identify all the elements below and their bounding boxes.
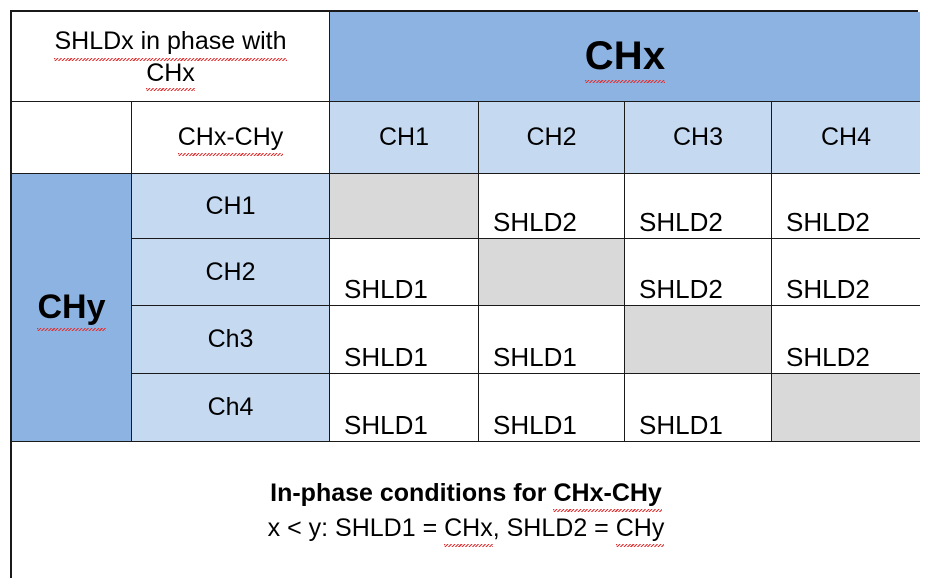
corner-title-text: SHLDx in phase with CHx <box>12 12 329 101</box>
matrix-cell: SHLD1 <box>330 306 479 374</box>
footer-line-1-prefix: In-phase conditions for <box>270 479 554 507</box>
column-header-label: CH3 <box>672 123 723 151</box>
matrix-cell: SHLD2 <box>479 174 625 239</box>
column-header-label: CH1 <box>378 123 429 151</box>
matrix-cell: SHLD2 <box>772 306 920 374</box>
matrix-cell: SHLD1 <box>625 374 772 442</box>
matrix-cell-value: SHLD1 <box>344 274 428 304</box>
matrix-cell-value: SHLD2 <box>786 274 870 304</box>
column-header-label: CH4 <box>820 123 871 151</box>
shld-phase-matrix-table: SHLDx in phase with CHx CHx CHx-CHy CH1 … <box>12 12 920 580</box>
matrix-cell-value <box>772 374 920 441</box>
matrix-cell-value: SHLD2 <box>639 207 723 237</box>
matrix-cell-value: SHLD1 <box>344 410 428 440</box>
corner-title-line1: SHLDx in phase with <box>54 26 287 61</box>
row-header-label: Ch4 <box>207 393 254 421</box>
column-header-ch1: CH1 <box>330 102 479 174</box>
footer-cell: In-phase conditions for CHx-CHy x < y: S… <box>12 442 920 580</box>
matrix-cell-value: SHLD2 <box>786 207 870 237</box>
row-header-ch1: CH1 <box>132 174 330 239</box>
footer-line-1: In-phase conditions for CHx-CHy <box>270 479 663 512</box>
row-header-label: Ch3 <box>207 325 254 353</box>
row-header-label: CH2 <box>205 257 256 286</box>
column-header-label: CH2 <box>526 123 577 151</box>
column-group-title-cell: CHx <box>330 12 920 102</box>
footer-line-2-middle: , SHLD2 = <box>492 514 616 542</box>
footer-line-2-term-chy: CHy <box>615 514 665 547</box>
matrix-cell-value: SHLD2 <box>639 274 723 304</box>
blank-corner-cell <box>12 102 132 174</box>
matrix-cell-value: SHLD1 <box>639 410 723 440</box>
matrix-cell-value: SHLD1 <box>493 342 577 372</box>
matrix-cell: SHLD2 <box>625 174 772 239</box>
matrix-cell: SHLD1 <box>330 239 479 306</box>
row-header-ch4: Ch4 <box>132 374 330 442</box>
matrix-cell-value <box>479 239 624 305</box>
row-header-label: CH1 <box>205 191 256 220</box>
row-group-title: CHy <box>37 288 106 331</box>
table-frame: SHLDx in phase with CHx CHx CHx-CHy CH1 … <box>10 10 920 580</box>
pair-header-label: CHx-CHy <box>177 123 284 156</box>
matrix-cell-value: SHLD1 <box>493 410 577 440</box>
matrix-cell-value <box>625 306 771 373</box>
corner-title-line2: CHx <box>146 58 195 91</box>
footer-line-2-prefix: x < y: SHLD1 = <box>267 514 445 542</box>
corner-title-cell: SHLDx in phase with CHx <box>12 12 330 102</box>
blank-corner-text <box>12 102 131 173</box>
matrix-cell-value <box>330 174 478 238</box>
matrix-cell-diagonal <box>625 306 772 374</box>
matrix-cell: SHLD2 <box>625 239 772 306</box>
matrix-cell-diagonal <box>479 239 625 306</box>
footer-line-2-term-chx: CHx <box>444 514 493 547</box>
row-header-ch2: CH2 <box>132 239 330 306</box>
matrix-cell: SHLD1 <box>330 374 479 442</box>
column-group-title: CHx <box>584 34 666 83</box>
matrix-cell-value: SHLD1 <box>344 342 428 372</box>
matrix-cell: SHLD1 <box>479 306 625 374</box>
matrix-cell-diagonal <box>330 174 479 239</box>
matrix-cell: SHLD1 <box>479 374 625 442</box>
pair-header-cell: CHx-CHy <box>132 102 330 174</box>
footer-line-1-term: CHx-CHy <box>553 479 663 512</box>
matrix-cell-value: SHLD2 <box>493 207 577 237</box>
column-header-ch2: CH2 <box>479 102 625 174</box>
matrix-cell: SHLD2 <box>772 239 920 306</box>
row-group-title-cell: CHy <box>12 174 132 442</box>
matrix-cell-value: SHLD2 <box>786 342 870 372</box>
column-header-ch4: CH4 <box>772 102 920 174</box>
matrix-cell: SHLD2 <box>772 174 920 239</box>
matrix-cell-diagonal <box>772 374 920 442</box>
footer-line-2: x < y: SHLD1 = CHx, SHLD2 = CHy <box>267 514 665 547</box>
row-header-ch3: Ch3 <box>132 306 330 374</box>
column-header-ch3: CH3 <box>625 102 772 174</box>
